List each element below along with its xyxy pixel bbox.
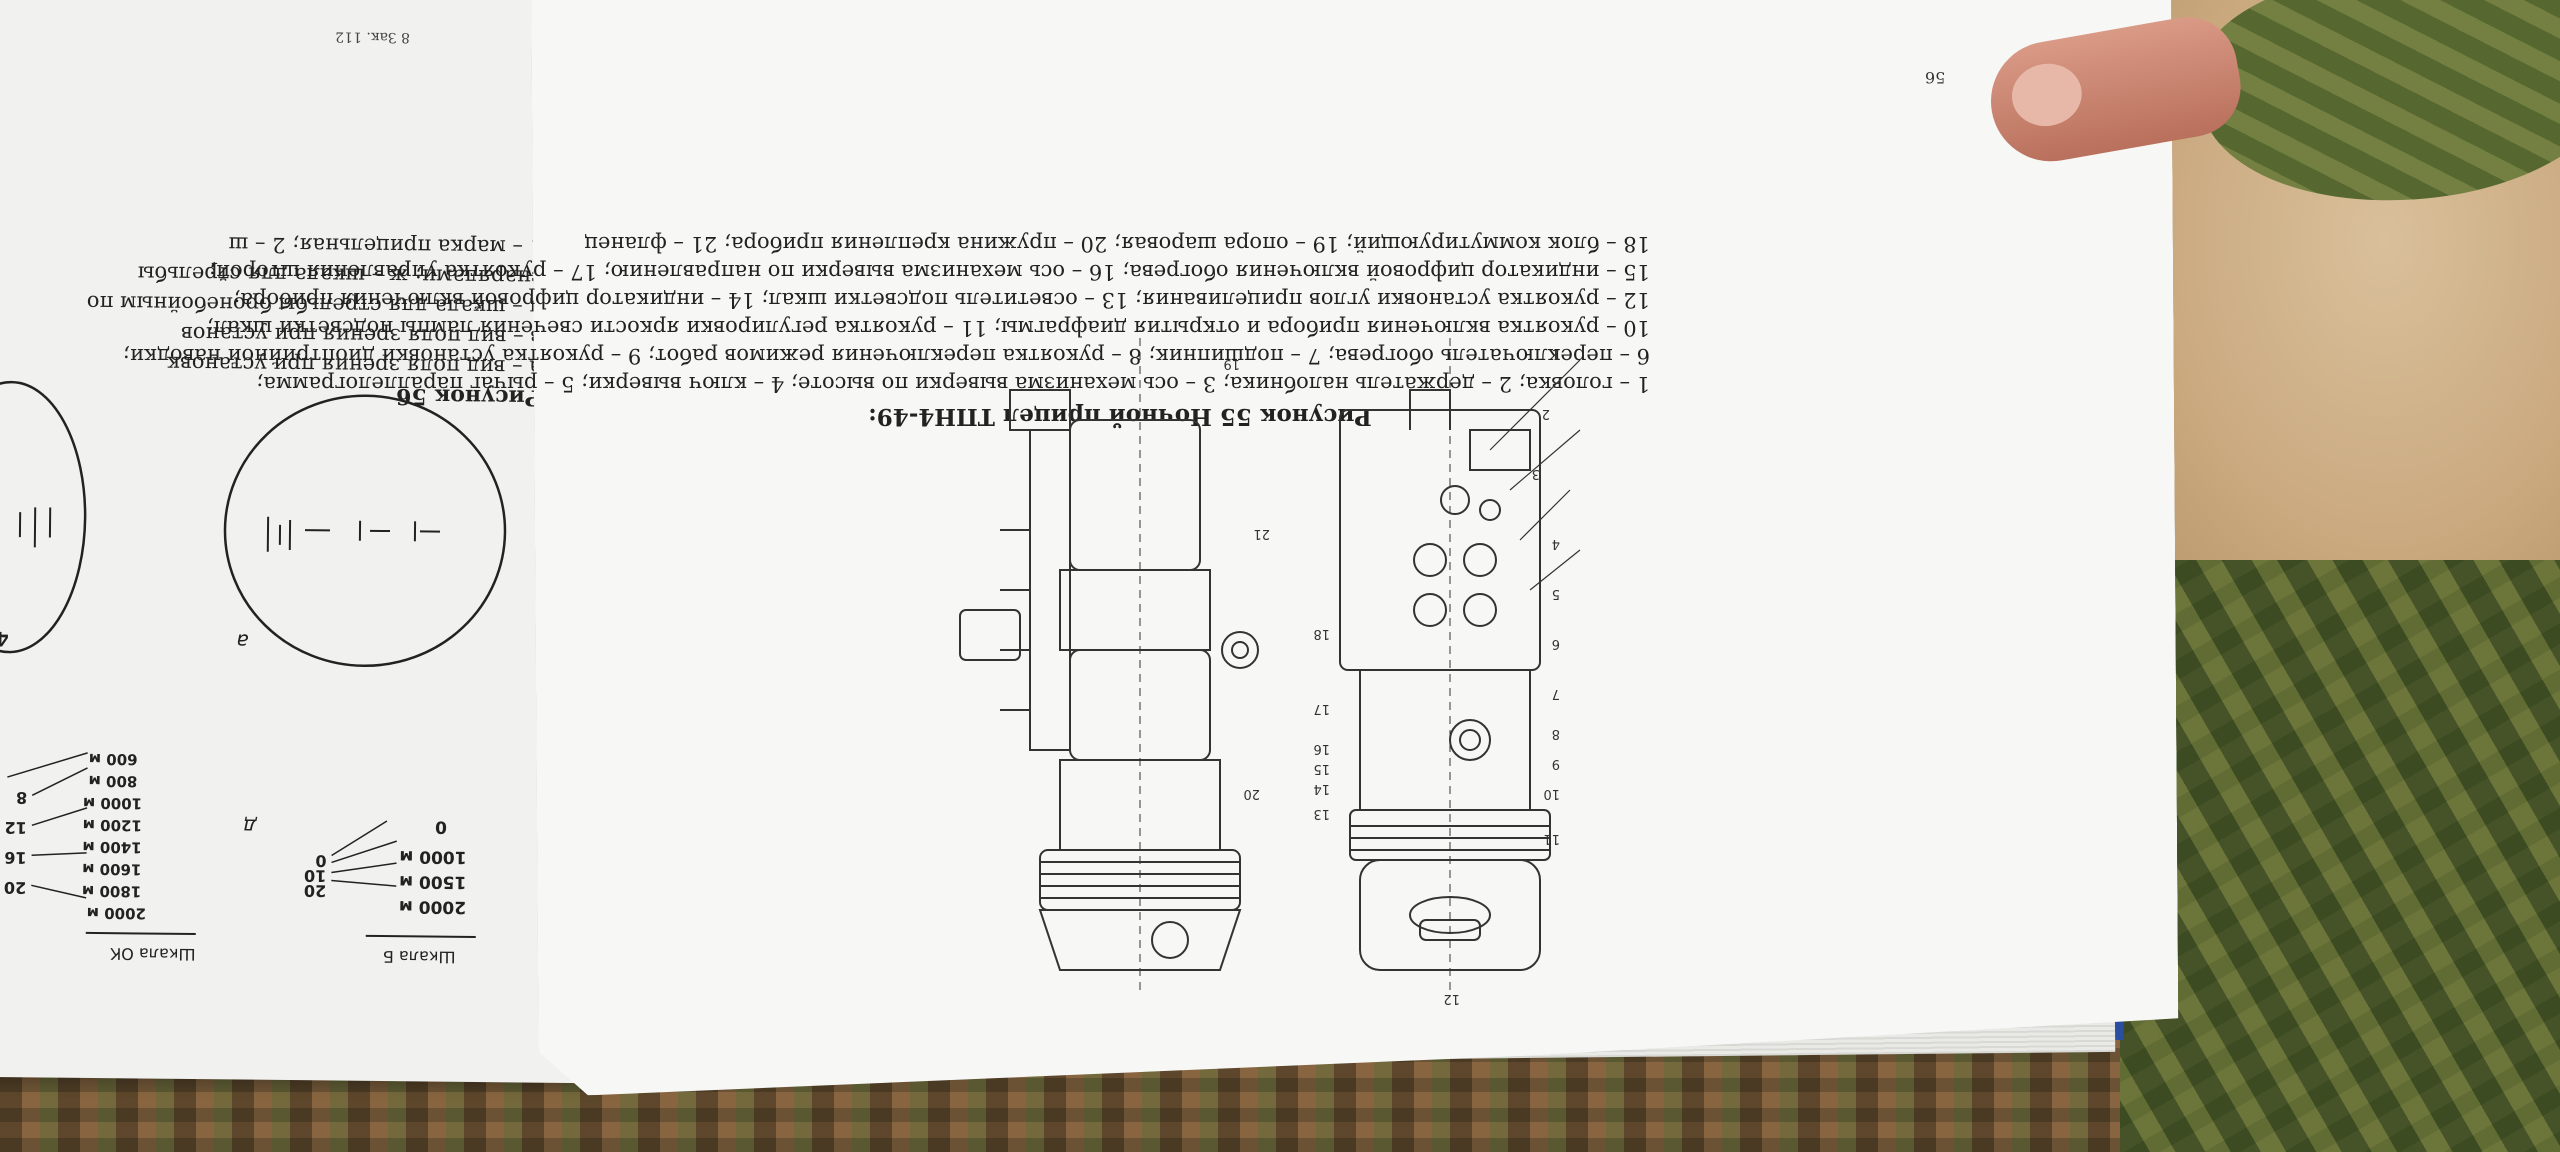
left-page-header: 8 Зак. 112 bbox=[335, 28, 411, 46]
callout-19: 19 bbox=[1223, 356, 1240, 371]
caption-line: 18 – блок коммутирующий; 19 – опора шаро… bbox=[584, 232, 1650, 256]
scale-b-title: Шкала Б bbox=[383, 947, 456, 967]
scale-b-side: 10 bbox=[304, 866, 326, 885]
scale-ok-value: 800 м bbox=[88, 772, 137, 791]
scale-b-value: 1500 м bbox=[399, 871, 466, 892]
callout-3: 3 bbox=[1532, 466, 1540, 481]
caption-line: 12 – рукоятка установки углов прицеливан… bbox=[233, 288, 1650, 312]
scale-ok-side: 16 bbox=[4, 848, 26, 867]
scale-ok-side: 8 bbox=[16, 788, 27, 807]
callout-12: 12 bbox=[1443, 991, 1460, 1006]
thumbnail bbox=[2006, 58, 2087, 132]
page-number: 56 bbox=[1925, 68, 1946, 87]
scale-ok-value: 1400 м bbox=[82, 838, 141, 857]
left-caption-line: 1 – марка прицельная; 2 – ш bbox=[228, 232, 544, 260]
callout-2: 2 bbox=[1542, 406, 1550, 421]
scale-ok-value: 2000 м bbox=[87, 904, 146, 923]
callout-7: 7 bbox=[1552, 686, 1560, 701]
callout-18: 18 bbox=[1313, 626, 1330, 641]
callout-16: 16 bbox=[1313, 741, 1330, 756]
scale-b-side: 0 bbox=[315, 851, 326, 870]
reticle-circle-b bbox=[0, 380, 87, 654]
callout-20: 20 bbox=[1243, 786, 1260, 801]
scale-ok-title: Шкала ОК bbox=[109, 944, 195, 964]
callout-13: 13 bbox=[1313, 806, 1330, 821]
scale-ok-value: 1600 м bbox=[82, 860, 141, 879]
scale-ok-side: 20 bbox=[4, 878, 26, 897]
panel-label: а bbox=[236, 629, 249, 653]
scale-ok-value: 600 м bbox=[89, 750, 138, 769]
scale-b-value: 0 bbox=[435, 817, 447, 837]
reticle-circle-a bbox=[223, 394, 507, 668]
callout-8: 8 bbox=[1552, 726, 1560, 741]
callout-14: 14 bbox=[1313, 781, 1330, 796]
callout-6: 6 bbox=[1552, 636, 1560, 651]
scale-b-value: 1000 м bbox=[399, 846, 466, 867]
callout-10: 10 bbox=[1543, 786, 1560, 801]
camouflage-sleeve bbox=[2120, 560, 2560, 1152]
callout-5: 5 bbox=[1552, 586, 1560, 601]
night-sight-drawing: 1 2 3 4 5 6 7 8 9 10 11 12 13 14 15 16 1… bbox=[959, 330, 1581, 1006]
scales-figure: Шкала Б 2000 м 1500 м 1000 м 0 20 10 0 Ш… bbox=[0, 380, 507, 967]
scale-ok-value: 1000 м bbox=[83, 794, 142, 813]
reticle-label: 4 bbox=[0, 627, 9, 651]
scale-b-side: 20 bbox=[304, 881, 326, 900]
callout-1: 1 bbox=[1552, 346, 1560, 361]
left-page: 8 Зак. 112 Рисунок 56 а – вид поля зрени… bbox=[0, 0, 616, 1084]
callout-21: 21 bbox=[1253, 526, 1270, 541]
caption-line: 15 – индикатор цифровой включения обогре… bbox=[208, 260, 1650, 284]
callout-9: 9 bbox=[1552, 756, 1560, 771]
panel-label: д bbox=[243, 815, 258, 839]
callout-15: 15 bbox=[1313, 761, 1330, 776]
scale-ok-side: 12 bbox=[5, 818, 27, 837]
scale-ok-value: 1200 м bbox=[83, 816, 142, 835]
callout-4: 4 bbox=[1552, 536, 1560, 551]
scale-ok-value: 1800 м bbox=[82, 882, 141, 901]
callout-17: 17 bbox=[1313, 701, 1330, 716]
callout-11: 11 bbox=[1543, 831, 1560, 846]
scale-b-value: 2000 м bbox=[399, 896, 466, 917]
